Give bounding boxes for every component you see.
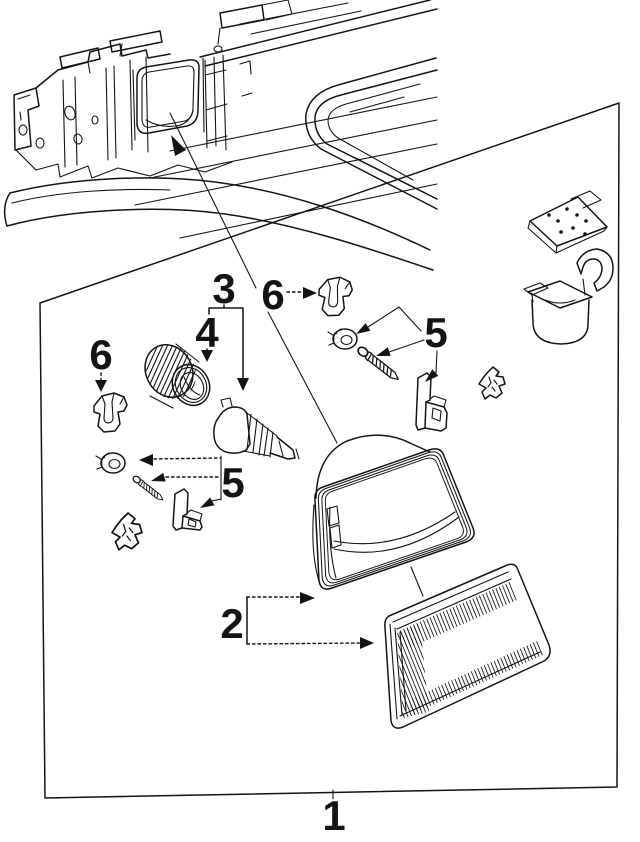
callout-1-label[interactable]: 1 (322, 792, 345, 839)
grommet-left (95, 452, 126, 474)
hook-bracket (523, 248, 614, 345)
callout-5-right-label[interactable]: 5 (424, 309, 447, 356)
leader-line (169, 112, 338, 444)
callout-housing-and-lens: 2 (220, 592, 374, 649)
callout-bulb-group: 3 (208, 265, 249, 391)
callout-5-left-label[interactable]: 5 (221, 459, 244, 506)
callout-6-top-label[interactable]: 6 (261, 271, 284, 318)
callout-adjuster-right: 5 (356, 306, 448, 382)
retainer-clip-left (93, 392, 128, 433)
retainer-spring-left (111, 512, 143, 551)
callout-retaining-ring: 4 (195, 309, 219, 362)
callout-clip-left: 6 (89, 331, 113, 392)
adjusting-screw-right (355, 344, 402, 384)
callout-clip-top: 6 (261, 271, 317, 318)
headlamp-lens (384, 563, 551, 729)
callout-3-label[interactable]: 3 (212, 265, 235, 312)
retainer-spring-right (478, 366, 506, 400)
headlamp-housing (312, 434, 475, 597)
callout-assembly: 1 (322, 789, 346, 839)
callout-2-label[interactable]: 2 (220, 600, 243, 647)
adjuster-bracket-right (415, 372, 448, 432)
retainer-clip-top (317, 275, 354, 318)
vehicle-front-structure (3, 0, 438, 271)
callout-4-label[interactable]: 4 (195, 309, 219, 356)
callout-adjuster-left: 5 (139, 454, 245, 508)
boundary-box (39, 102, 620, 799)
mounting-plate (527, 190, 608, 254)
callout-6-left-label[interactable]: 6 (89, 331, 112, 378)
grommet-right (327, 328, 358, 350)
headlamp-bulb (213, 397, 300, 460)
adjuster-bracket-left (172, 488, 203, 531)
